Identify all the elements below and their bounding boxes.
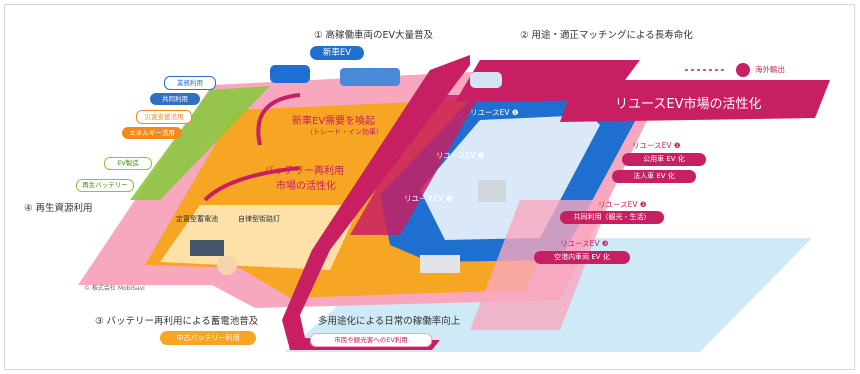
green-path: [130, 86, 270, 200]
right-g2-title: リユースEV ❷: [598, 200, 647, 209]
left-green-tag-1: 再生バッテリー: [76, 179, 134, 192]
left-tag-3: エネルギー活用: [122, 127, 182, 139]
pink-strip-right: [470, 200, 610, 330]
left-green-tag-0: EV製造: [104, 157, 152, 170]
stationary-storage-label: 定置型蓄電池: [176, 215, 218, 223]
magenta-diagonal: [350, 95, 480, 235]
title-2: ② 用途・適正マッチングによる長寿命化: [520, 30, 693, 41]
reuse-market-label: リユースEV市場の活性化: [615, 97, 762, 112]
trade-in-label: （トレード・イン効果）: [306, 128, 383, 136]
overseas-circle-icon: [736, 63, 750, 77]
title-4: ④ 再生資源利用: [24, 203, 93, 214]
reuse-ev-3-label: リユースEV ❸: [404, 194, 453, 203]
copyright: © 株式会社 MobiSavi: [84, 285, 145, 292]
right-g3-title: リユースEV ❸: [560, 239, 609, 248]
battery-market-label-1: バッテリー再利用: [264, 166, 344, 177]
reuse-ev-2-label: リユースEV ❷: [436, 151, 485, 160]
building-icon: [478, 180, 506, 202]
left-tag-0: 業務利用: [164, 76, 216, 90]
right-g1-item-1: 法人車 EV 化: [612, 170, 696, 183]
reuse-ev-top-label: リユースEV: [505, 49, 548, 58]
battery-market-label-2: 市場の活性化: [276, 181, 336, 192]
left-tag-1: 共同利用: [150, 93, 200, 105]
gear-icon: [217, 255, 237, 275]
magenta-loop: [282, 55, 470, 350]
building-icon: [420, 255, 460, 273]
title-3: ③ バッテリー再利用による蓄電池普及: [95, 316, 259, 327]
car-icon: [470, 72, 502, 88]
used-battery-tag: 中古バッテリー利用: [160, 331, 256, 345]
title-5: 多用途化による日常の稼働率向上: [318, 316, 461, 327]
right-g2-item-0: 共同利用（観光・生活）: [560, 211, 664, 224]
reuse-market-band: [560, 80, 830, 122]
reuse-ev-1-label: リユースEV ❶: [470, 108, 519, 117]
new-ev-tag: 新車EV: [310, 46, 364, 60]
arc-arrow-battery: [203, 166, 301, 202]
right-g1-item-0: 公用車 EV 化: [622, 153, 706, 166]
right-g3-item-0: 空港内車両 EV 化: [534, 251, 630, 264]
right-g1-title: リユースEV ❶: [632, 141, 681, 150]
bus-icon: [340, 68, 400, 86]
car-icon: [270, 65, 310, 83]
left-tag-2: 災害支援活用: [136, 110, 192, 124]
citizen-ev-tag: 市民や観光客へのEV利用: [310, 333, 432, 347]
title-1: ① 高稼働車両のEV大量普及: [314, 30, 434, 41]
overseas-label: 海外輸出: [755, 65, 785, 74]
tractor-icon: [190, 240, 224, 256]
arc-arrow-new-ev: [256, 93, 301, 146]
streetlight-label: 自律型街路灯: [238, 215, 280, 223]
new-ev-demand-label: 新車EV需要を喚起: [292, 116, 376, 127]
